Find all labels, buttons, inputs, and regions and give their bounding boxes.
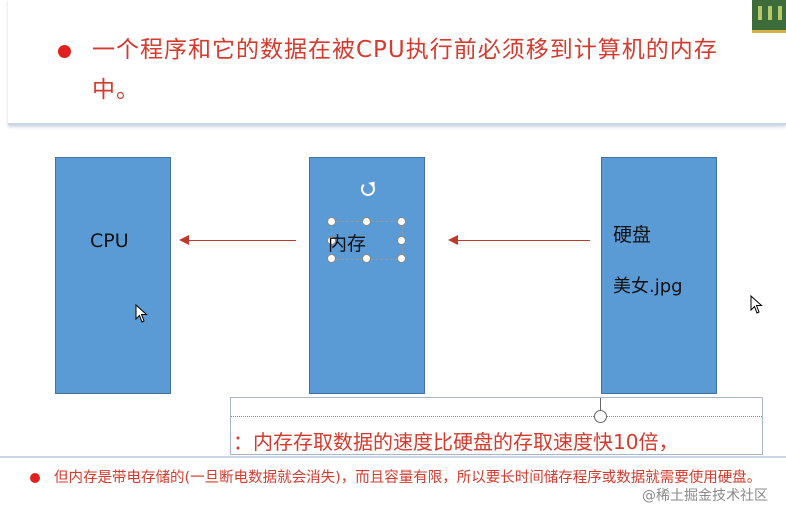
disk-box[interactable]: 硬盘 美女.jpg — [601, 157, 717, 394]
resize-handle[interactable] — [397, 254, 406, 263]
mouse-cursor-icon — [750, 294, 764, 319]
textbox-guide-line — [231, 416, 762, 417]
speed-text[interactable]: ：内存存取数据的速度比硬盘的存取速度快10倍， — [233, 430, 679, 454]
resize-handle[interactable] — [362, 254, 371, 263]
bullet-icon — [30, 473, 40, 483]
cpu-label: CPU — [90, 230, 129, 252]
memory-chip-image — [752, 0, 786, 33]
cpu-box[interactable]: CPU — [55, 157, 171, 394]
bottom-slide-panel: 但内存是带电存储的(一旦断电数据就会消失)，而且容量有限，所以要长时间储存程序或… — [0, 456, 786, 519]
arrow-head-cpu — [179, 235, 189, 245]
resize-handle[interactable] — [397, 217, 406, 226]
resize-handle[interactable] — [362, 217, 371, 226]
disk-file-label: 美女.jpg — [613, 276, 683, 297]
rotation-stem — [600, 398, 601, 411]
arrow-memory-to-cpu — [188, 240, 296, 241]
resize-handle[interactable] — [327, 236, 336, 245]
resize-handle[interactable] — [397, 236, 406, 245]
watermark: @稀土掘金技术社区 — [642, 488, 768, 504]
bottom-text: 但内存是带电存储的(一旦断电数据就会消失)，而且容量有限，所以要长时间储存程序或… — [54, 470, 762, 486]
memory-label[interactable]: 内存 — [328, 233, 367, 255]
rotate-icon[interactable] — [361, 182, 375, 196]
top-slide-panel: 一个程序和它的数据在被CPU执行前必须移到计算机的内存中。 — [8, 0, 786, 125]
memory-box[interactable]: 内存 — [309, 157, 425, 394]
disk-label: 硬盘 — [613, 224, 652, 246]
bullet-icon — [58, 45, 71, 58]
resize-handle[interactable] — [327, 217, 336, 226]
speed-textbox[interactable]: ：内存存取数据的速度比硬盘的存取速度快10倍， — [230, 397, 763, 455]
mouse-cursor-icon — [135, 303, 149, 328]
rotate-handle[interactable] — [594, 410, 607, 423]
arrow-head-memory — [448, 235, 458, 245]
resize-handle[interactable] — [327, 254, 336, 263]
arrow-disk-to-memory — [457, 240, 590, 241]
top-text: 一个程序和它的数据在被CPU执行前必须移到计算机的内存中。 — [92, 37, 718, 103]
